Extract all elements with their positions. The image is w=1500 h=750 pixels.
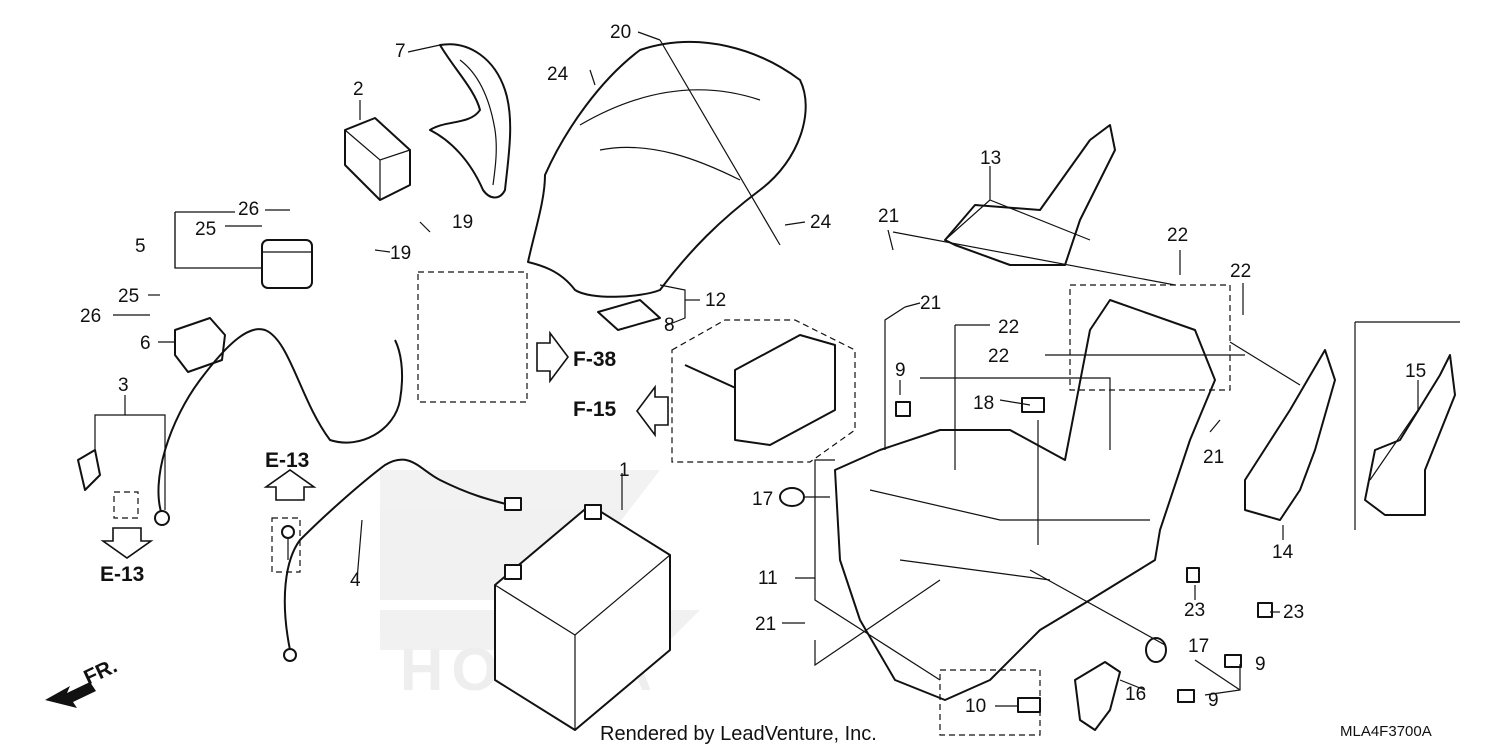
part-3-cable[interactable] [77, 328, 404, 526]
part-12-box[interactable] [527, 40, 807, 298]
bolt-part[interactable] [281, 525, 295, 560]
part-7-cover[interactable] [429, 43, 512, 199]
part-4-cable[interactable] [283, 458, 522, 662]
callout-25b[interactable]: 25 [118, 286, 139, 307]
callout-2[interactable]: 2 [353, 79, 364, 100]
part-18-pad[interactable] [1021, 397, 1045, 413]
part-13-bracket[interactable] [944, 124, 1116, 266]
long-bolt[interactable] [684, 364, 741, 391]
callout-23a[interactable]: 23 [1184, 600, 1205, 621]
callout-24a[interactable]: 24 [547, 64, 569, 85]
callout-1[interactable]: 1 [619, 460, 630, 481]
part-9-clip-a[interactable] [895, 401, 911, 417]
callout-25a[interactable]: 25 [195, 219, 216, 240]
group-box-clip [113, 491, 139, 519]
part-9-clip-c[interactable] [1177, 689, 1195, 703]
callout-19a[interactable]: 19 [452, 212, 473, 233]
callout-22c[interactable]: 22 [998, 317, 1019, 338]
ref-f38[interactable]: F-38 [573, 348, 617, 371]
callout-5[interactable]: 5 [135, 236, 146, 257]
callout-24b[interactable]: 24 [810, 212, 832, 233]
callout-3[interactable]: 3 [118, 375, 129, 396]
callout-22a[interactable]: 22 [1167, 225, 1188, 246]
ref-e13-upper[interactable]: E-13 [265, 449, 309, 472]
callout-10[interactable]: 10 [965, 696, 986, 717]
part-17-grommet-b[interactable] [1145, 637, 1167, 663]
part-1-battery[interactable] [494, 504, 671, 731]
ref-f15[interactable]: F-15 [573, 398, 617, 421]
callout-21d[interactable]: 21 [755, 614, 776, 635]
callout-9c[interactable]: 9 [1208, 690, 1219, 711]
callout-8[interactable]: 8 [664, 315, 675, 336]
group-box-bottom [939, 669, 1041, 736]
part-5-relay[interactable] [261, 239, 313, 289]
callout-21a[interactable]: 21 [878, 206, 899, 227]
part-2-cap[interactable] [344, 117, 411, 201]
callout-18[interactable]: 18 [973, 393, 994, 414]
part-9-clip-b[interactable] [1224, 654, 1242, 668]
leader-lines [94, 31, 1460, 707]
callout-21c[interactable]: 21 [1203, 447, 1224, 468]
callout-4[interactable]: 4 [350, 570, 361, 591]
rendered-by-credit: Rendered by LeadVenture, Inc. [600, 723, 877, 745]
callout-12[interactable]: 12 [705, 290, 726, 311]
part-16-bracket[interactable] [1074, 661, 1121, 731]
group-box-f15 [671, 319, 856, 463]
callout-17a[interactable]: 17 [752, 489, 773, 510]
part-14-cover[interactable] [1244, 349, 1336, 521]
front-arrow-icon: FR. [45, 654, 121, 708]
callout-20[interactable]: 20 [610, 22, 631, 43]
callout-26a[interactable]: 26 [238, 199, 259, 220]
callout-7[interactable]: 7 [395, 41, 406, 62]
reference-arrow-icon-e13-down [100, 527, 154, 559]
part-8-label[interactable] [597, 299, 661, 331]
part-11-tray[interactable] [834, 299, 1216, 701]
part-23-nut-a[interactable] [1186, 567, 1200, 583]
callout-14[interactable]: 14 [1272, 542, 1294, 563]
part-23-nut-b[interactable] [1257, 602, 1273, 618]
reference-arrow-icon-e13-up [263, 469, 317, 501]
callout-16[interactable]: 16 [1125, 684, 1146, 705]
part-15-bracket[interactable] [1364, 354, 1456, 516]
reference-arrow-icon-f38 [536, 330, 569, 384]
callout-17b[interactable]: 17 [1188, 636, 1209, 657]
part-17-grommet-a[interactable] [779, 487, 805, 507]
callout-21b[interactable]: 21 [920, 293, 941, 314]
callout-9b[interactable]: 9 [1255, 654, 1266, 675]
callout-26b[interactable]: 26 [80, 306, 101, 327]
callout-6[interactable]: 6 [140, 333, 151, 354]
callout-9a[interactable]: 9 [895, 360, 906, 381]
group-box-bolt [271, 517, 301, 573]
callout-15[interactable]: 15 [1405, 361, 1426, 382]
reference-arrow-icon-f15 [636, 384, 669, 438]
callout-22d[interactable]: 22 [988, 346, 1009, 367]
callout-23b[interactable]: 23 [1283, 602, 1304, 623]
callouts: 1 2 3 4 5 6 7 8 9 9 9 10 11 12 13 14 15 … [80, 22, 1426, 717]
callout-13[interactable]: 13 [980, 148, 1001, 169]
part-6-boot[interactable] [174, 317, 226, 373]
ref-e13-lower[interactable]: E-13 [100, 563, 144, 586]
callout-19b[interactable]: 19 [390, 243, 411, 264]
part-10-pad[interactable] [1017, 697, 1041, 713]
diagram-code: MLA4F3700A [1340, 723, 1432, 740]
f15-cover-panel[interactable] [734, 334, 836, 446]
callout-11[interactable]: 11 [758, 568, 778, 589]
group-box-cable [417, 271, 528, 403]
callout-22b[interactable]: 22 [1230, 261, 1251, 282]
